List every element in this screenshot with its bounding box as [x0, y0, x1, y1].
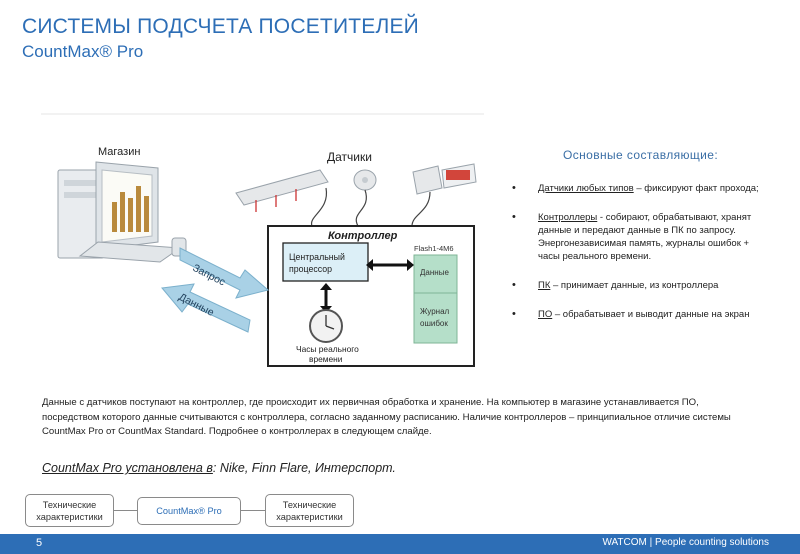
- nav-prev-button[interactable]: Технические характеристики: [25, 494, 114, 527]
- component-term: Контроллеры: [538, 212, 598, 223]
- slide-subtitle: CountMax® Pro: [22, 42, 144, 61]
- footer-bar: 5 WATCOM | People counting solutions: [0, 534, 800, 554]
- sensors-label: Датчики: [327, 150, 372, 164]
- journal-label-1: Журнал: [420, 307, 450, 316]
- journal-label-2: ошибок: [420, 319, 448, 328]
- component-term: Датчики любых типов: [538, 183, 634, 194]
- cpu-label-2: процессор: [289, 264, 332, 274]
- controller-label: Контроллер: [328, 230, 398, 242]
- nav-next-button[interactable]: Технические характеристики: [265, 494, 354, 527]
- installed-line: CountMax Pro установлена в: Nike, Finn F…: [42, 461, 396, 475]
- sensor-bar-icon: [235, 169, 329, 212]
- component-term: ПО: [538, 309, 553, 320]
- component-text: – фиксируют факт прохода;: [633, 183, 759, 194]
- store-label: Магазин: [98, 146, 140, 158]
- clock-icon: [309, 309, 343, 343]
- data-cell-label: Данные: [420, 268, 449, 277]
- list-item: Контроллеры - собирают, обрабатывают, хр…: [511, 211, 771, 263]
- nav-connector: [241, 510, 266, 511]
- page-number: 5: [36, 537, 43, 549]
- clock-label-2: времени: [309, 354, 343, 364]
- flash-label: Flash1-4M6: [414, 244, 454, 253]
- clock-label-1: Часы реального: [296, 344, 359, 354]
- nav-current-button[interactable]: CountMax® Pro: [137, 497, 241, 525]
- list-item: ПК – принимает данные, из контроллера: [511, 279, 771, 292]
- list-item: ПО – обрабатывает и выводит данные на эк…: [511, 308, 771, 321]
- footer-brand: WATCOM | People counting solutions: [602, 537, 769, 548]
- controller-box: Контроллер Центральный процессор Flash1-…: [267, 225, 475, 367]
- installed-lead: CountMax Pro установлена в: [42, 461, 213, 475]
- computer-icon: [57, 161, 187, 263]
- dome-sensor-icon: [353, 169, 377, 191]
- component-text: – обрабатывает и выводит данные на экран: [552, 309, 750, 320]
- slide-title: СИСТЕМЫ ПОДСЧЕТА ПОСЕТИТЕЛЕЙ: [22, 15, 419, 38]
- components-list: Датчики любых типов – фиксируют факт про…: [511, 182, 771, 337]
- list-item: Датчики любых типов – фиксируют факт про…: [511, 182, 771, 195]
- system-diagram: Магазин Датчики Контроллер Центральный п…: [40, 100, 484, 375]
- nav-connector: [113, 510, 138, 511]
- component-text: – принимает данные, из контроллера: [550, 280, 719, 291]
- description-text: Данные с датчиков поступают на контролле…: [42, 397, 731, 437]
- cpu-label-1: Центральный: [289, 252, 345, 262]
- wall-sensor-icon: [412, 163, 477, 195]
- data-arrow: Данные: [161, 283, 251, 333]
- installed-clients: : Nike, Finn Flare, Интерспорт.: [212, 461, 396, 475]
- component-term: ПК: [538, 280, 551, 291]
- components-title: Основные составляющие:: [563, 148, 719, 162]
- component-text: - собирают, обрабатывают, хранят данные …: [538, 212, 752, 262]
